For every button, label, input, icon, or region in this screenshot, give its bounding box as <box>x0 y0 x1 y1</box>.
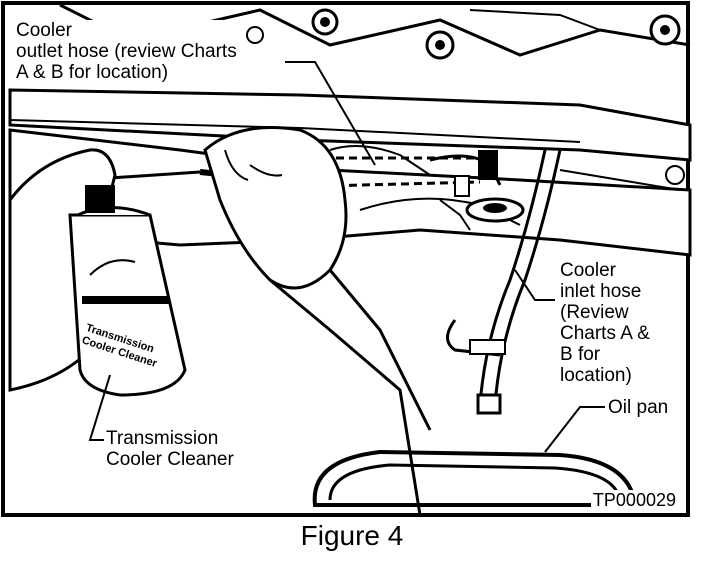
inlet-hose-label: Cooler inlet hose (Review Charts A & B f… <box>558 260 652 386</box>
cleaner-can <box>68 213 187 397</box>
outlet-label-line-1: Cooler <box>16 20 72 41</box>
outlet-fitting <box>478 150 498 180</box>
inlet-label-line-1: Cooler <box>560 260 616 281</box>
oil-pan-label: Oil pan <box>606 397 671 418</box>
hose-clip <box>446 319 501 357</box>
cleaner-label-line-2: Cooler Cleaner <box>106 449 234 470</box>
frame-border <box>1 1 690 517</box>
inlet-label-line-6: location) <box>560 365 632 386</box>
can-cap <box>85 185 115 213</box>
inlet-leader <box>514 269 555 301</box>
outlet-leader <box>285 61 376 166</box>
inlet-label-line-3: (Review <box>560 302 629 323</box>
inlet-hose-end <box>476 393 502 415</box>
figure-caption: Figure 4 <box>300 520 404 551</box>
cleaner-label: Transmission Cooler Cleaner <box>104 428 236 470</box>
oilpan-leader <box>544 406 605 453</box>
inlet-label-line-5: B for <box>560 344 601 365</box>
crossmember <box>8 88 692 162</box>
inlet-hose <box>478 149 547 406</box>
cleaner-leader <box>88 374 111 441</box>
cleaner-label-line-1: Transmission <box>106 428 219 449</box>
inlet-label-line-2: inlet hose <box>560 281 642 302</box>
outlet-hose-label: Cooler outlet hose (review Charts A & B … <box>14 20 239 83</box>
outlet-label-line-2: outlet hose (review Charts <box>16 41 237 62</box>
right-glove <box>203 126 348 290</box>
outlet-label-line-3: A & B for location) <box>16 62 169 83</box>
oil-pan <box>312 449 638 507</box>
inlet-label-line-4: Charts A & <box>560 323 650 344</box>
figure-id: TP000029 <box>590 490 678 511</box>
